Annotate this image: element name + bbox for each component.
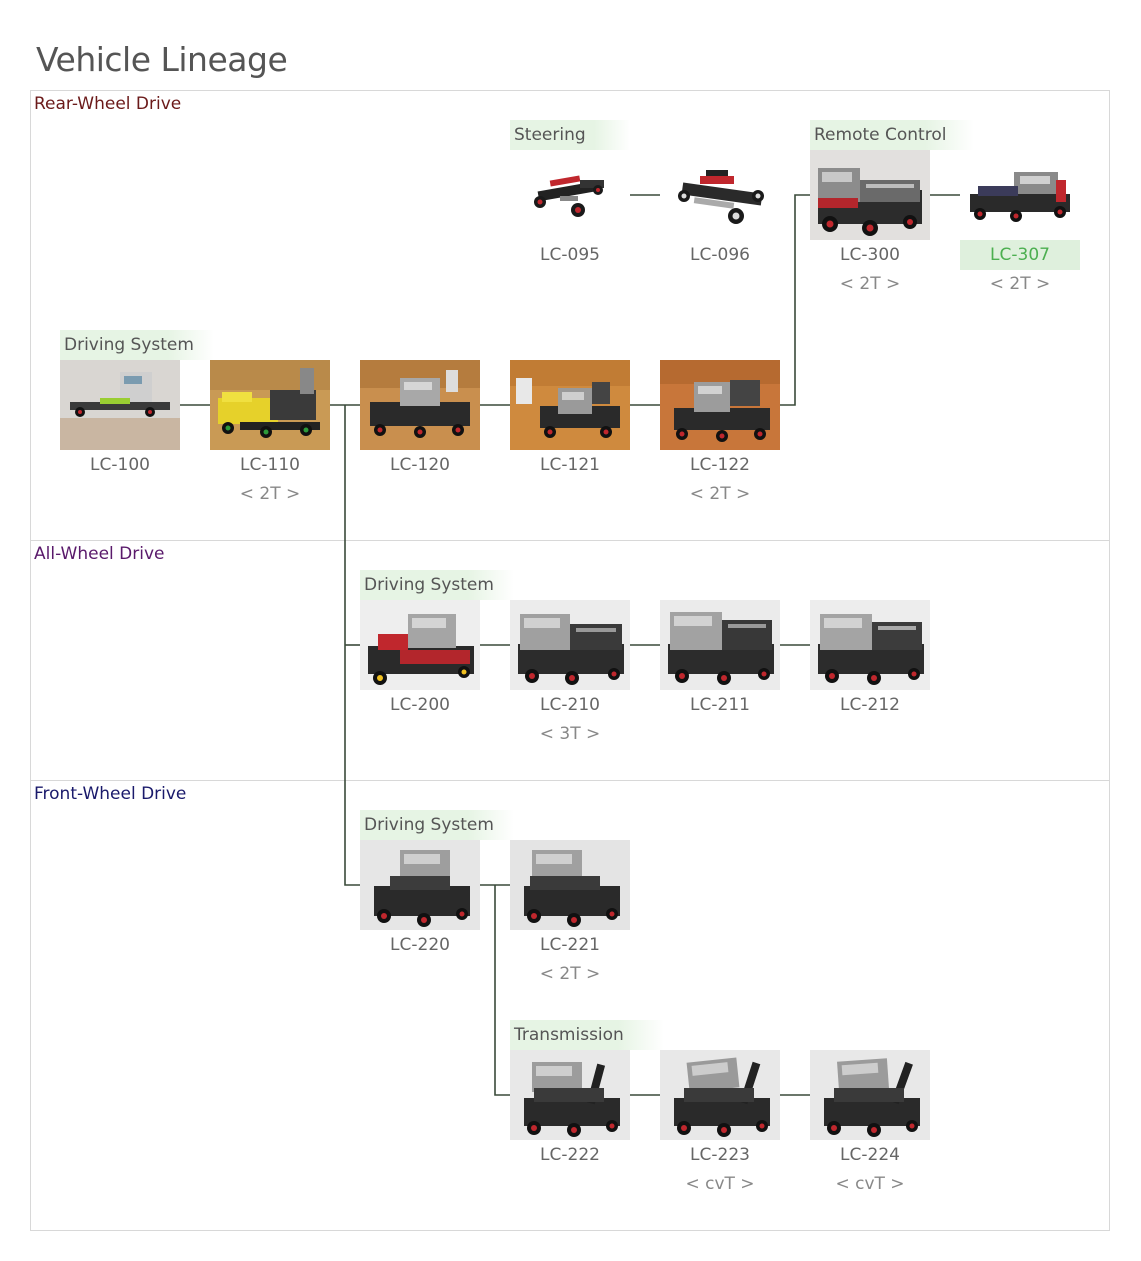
vehicle-sub-lc110: < 2T > (239, 484, 301, 504)
vehicle-code-lc220: LC-220 (390, 935, 450, 955)
vehicle-photo-lc307[interactable] (960, 150, 1080, 240)
group-label-transmission: Transmission (510, 1020, 664, 1050)
group-label-remote-control: Remote Control (810, 120, 974, 150)
vehicle-sub-lc300: < 2T > (839, 274, 901, 294)
vehicle-photo-lc121[interactable] (510, 360, 630, 450)
vehicle-code-lc100: LC-100 (90, 455, 150, 475)
vehicle-photo-lc100[interactable] (60, 360, 180, 450)
vehicle-photo-lc200[interactable] (360, 600, 480, 690)
page-title: Vehicle Lineage (36, 40, 288, 79)
section-label-fwd: Front-Wheel Drive (34, 784, 187, 804)
vehicle-photo-lc220[interactable] (360, 840, 480, 930)
vehicle-code-lc212: LC-212 (840, 695, 900, 715)
vehicle-photo-lc221[interactable] (510, 840, 630, 930)
vehicle-code-lc300: LC-300 (840, 245, 900, 265)
vehicle-code-lc224: LC-224 (840, 1145, 900, 1165)
section-label-awd: All-Wheel Drive (34, 544, 165, 564)
vehicle-photo-lc212[interactable] (810, 600, 930, 690)
group-label-driving-system-awd: Driving System (360, 570, 514, 600)
vehicle-code-lc210: LC-210 (540, 695, 600, 715)
vehicle-photo-lc224[interactable] (810, 1050, 930, 1140)
vehicle-code-lc223: LC-223 (690, 1145, 750, 1165)
vehicle-sub-lc223: < cvT > (685, 1174, 755, 1194)
section-label-rwd: Rear-Wheel Drive (34, 94, 182, 114)
vehicle-sub-lc221: < 2T > (539, 964, 601, 984)
vehicle-code-lc110: LC-110 (240, 455, 300, 475)
vehicle-code-lc307: LC-307 (960, 240, 1080, 270)
vehicle-photo-lc300[interactable] (810, 150, 930, 240)
group-label-driving-system-fwd: Driving System (360, 810, 514, 840)
vehicle-photo-lc211[interactable] (660, 600, 780, 690)
vehicle-sub-lc224: < cvT > (835, 1174, 905, 1194)
vehicle-code-lc121: LC-121 (540, 455, 600, 475)
vehicle-photo-lc095[interactable] (510, 150, 630, 240)
vehicle-sub-lc210: < 3T > (539, 724, 601, 744)
vehicle-code-lc222: LC-222 (540, 1145, 600, 1165)
vehicle-photo-lc110[interactable] (210, 360, 330, 450)
group-label-driving-system-rwd: Driving System (60, 330, 214, 360)
vehicle-sub-lc122: < 2T > (689, 484, 751, 504)
vehicle-code-lc120: LC-120 (390, 455, 450, 475)
vehicle-code-lc211: LC-211 (690, 695, 750, 715)
vehicle-code-lc122: LC-122 (690, 455, 750, 475)
vehicle-photo-lc210[interactable] (510, 600, 630, 690)
vehicle-photo-lc222[interactable] (510, 1050, 630, 1140)
vehicle-photo-lc122[interactable] (660, 360, 780, 450)
vehicle-photo-lc120[interactable] (360, 360, 480, 450)
vehicle-photo-lc223[interactable] (660, 1050, 780, 1140)
group-label-steering: Steering (510, 120, 630, 150)
vehicle-sub-lc307: < 2T > (989, 274, 1051, 294)
vehicle-code-lc096: LC-096 (690, 245, 750, 265)
section-front-wheel-drive (30, 780, 1110, 1231)
vehicle-photo-lc096[interactable] (660, 150, 780, 240)
vehicle-code-lc200: LC-200 (390, 695, 450, 715)
vehicle-code-lc221: LC-221 (540, 935, 600, 955)
vehicle-code-lc095: LC-095 (540, 245, 600, 265)
